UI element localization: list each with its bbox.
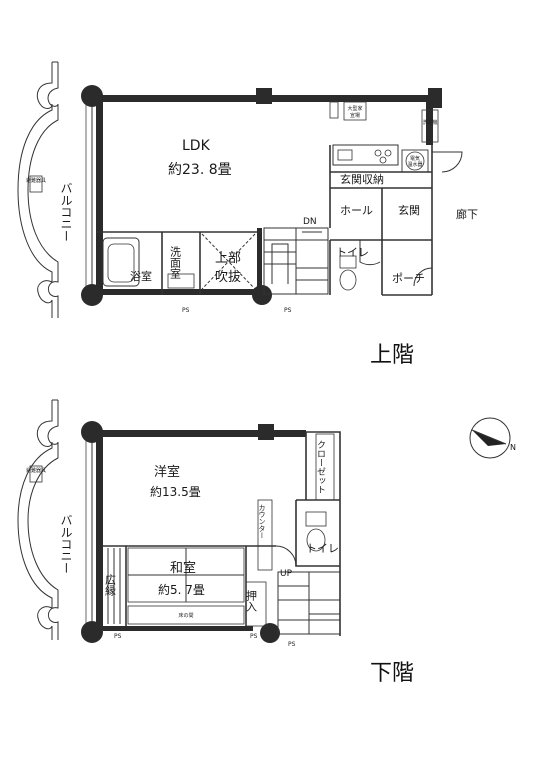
ps-label-4: PS <box>250 633 258 640</box>
bathroom-label: 浴室 <box>130 269 152 283</box>
upper-floor-plan: 避難器具 大型家 宣場 洗濯機 <box>17 61 478 368</box>
lower-balcony: 避難器具 <box>17 399 59 640</box>
closet-label: クローゼット <box>315 440 326 494</box>
lower-stairs <box>277 571 341 635</box>
svg-text:宣場: 宣場 <box>350 112 360 119</box>
oshiire-label: 押入 <box>245 589 258 612</box>
porch-label: ポーチ <box>392 272 425 285</box>
ldk-size-label: 約23. 8畳 <box>168 162 232 178</box>
upper-balcony: 避難器具 <box>17 61 59 318</box>
entrance-label: 玄関 <box>398 203 420 217</box>
western-room-label: 洋室 <box>154 464 180 480</box>
corridor-label: 廊下 <box>456 207 478 221</box>
ps-label-2: PS <box>284 307 292 314</box>
veranda-floor <box>107 548 121 624</box>
svg-text:温水器: 温水器 <box>407 161 422 168</box>
void-label-top: 上部 <box>215 251 241 266</box>
ldk-label: LDK <box>182 138 211 154</box>
ps-label-5: PS <box>288 641 296 648</box>
entrance-storage-label: 玄関収納 <box>340 172 384 186</box>
upper-balcony-label: バルコニー <box>59 182 73 242</box>
dn-label: DN <box>303 217 317 227</box>
svg-text:大型家: 大型家 <box>347 105 362 112</box>
upper-walls <box>81 85 442 306</box>
upper-stairs <box>263 227 329 295</box>
upper-toilet-label: トイレ <box>336 246 369 259</box>
lower-floor-plan: 避難器具 クローゼット カウンター トイレ <box>17 399 414 686</box>
washer-label: 洗濯機 <box>422 119 437 126</box>
lower-evac-hatch-label: 避難器具 <box>26 467 46 474</box>
hall-label: ホール <box>340 204 373 217</box>
svg-text:電気: 電気 <box>410 155 420 162</box>
lower-toilet-label: トイレ <box>306 542 339 555</box>
lower-balcony-label: バルコニー <box>59 514 73 574</box>
compass-north-label: N <box>510 443 516 452</box>
evac-hatch-label: 避難器具 <box>26 177 46 184</box>
void-label-bottom: 吹抜 <box>215 269 241 285</box>
japanese-room-label: 和室 <box>170 560 196 576</box>
lower-walls <box>81 421 306 643</box>
ps-label-1: PS <box>182 307 190 314</box>
japanese-size-label: 約5. 7畳 <box>158 582 205 597</box>
washroom-label: 洗面室 <box>169 246 182 279</box>
up-label: UP <box>280 569 293 579</box>
upper-floor-label: 上階 <box>370 343 414 368</box>
lower-floor-label: 下階 <box>370 661 414 686</box>
compass-icon: N <box>469 417 516 459</box>
tokonoma-label: 床の間 <box>178 612 193 619</box>
western-size-label: 約13.5畳 <box>150 484 201 499</box>
counter-label: カウンター <box>258 504 266 539</box>
veranda-label: 広縁 <box>104 574 117 596</box>
ps-label-3: PS <box>114 633 122 640</box>
